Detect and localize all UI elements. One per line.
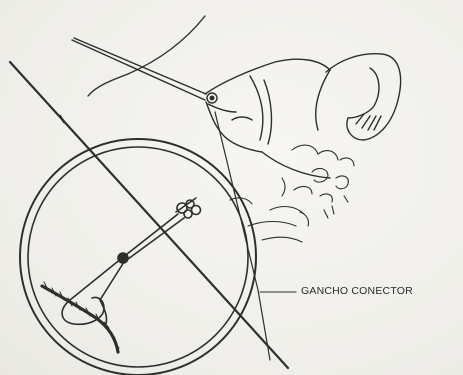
gancho-conector-label: GANCHO CONECTOR: [301, 285, 413, 297]
leader-line: [215, 112, 270, 360]
connector-hook-detail: [42, 198, 201, 352]
marlin-fish: [72, 16, 401, 178]
detail-magnifier: [20, 139, 256, 375]
fishing-line: [10, 62, 288, 368]
water-splash: [230, 145, 354, 242]
